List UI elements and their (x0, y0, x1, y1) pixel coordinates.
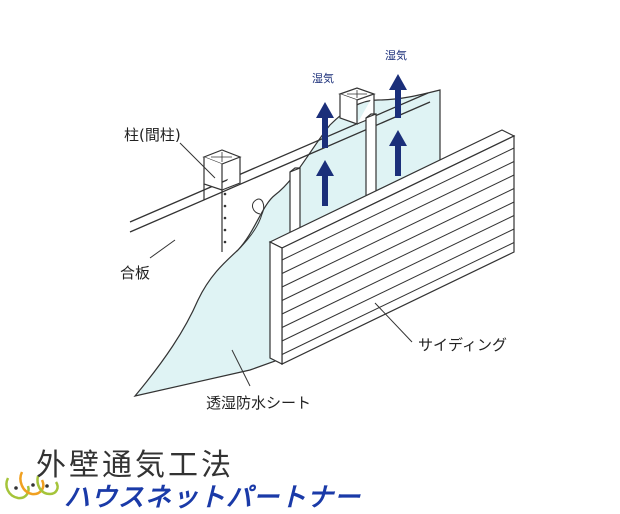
membrane-curl (237, 198, 265, 251)
arrow-up-icon (389, 130, 407, 176)
arrow-up-icon (316, 102, 334, 148)
label-pillar: 柱(間柱) (124, 126, 181, 144)
siding-board-line (281, 161, 515, 274)
siding-board-line (281, 201, 515, 315)
leader-plywood (149, 239, 176, 259)
diagram-title: 外壁通気工法 (36, 448, 234, 483)
siding-board-line (281, 215, 515, 328)
siding-board-line (281, 228, 515, 342)
moisture-arrows (316, 74, 407, 206)
logo-icon (5, 471, 59, 500)
arrow-up-icon (389, 74, 407, 118)
beam-line-bottom (129, 101, 431, 233)
leader-pillar (179, 142, 216, 179)
pillar-left (202, 149, 242, 252)
siding-board-line (281, 147, 515, 261)
label-humidity-right: 湿気 (385, 49, 407, 62)
label-humidity-left: 湿気 (312, 72, 334, 85)
arrow-up-icon (316, 160, 334, 206)
beam-line-top (129, 92, 429, 223)
label-siding: サイディング (418, 336, 507, 354)
brand-name: ハウスネットパートナー (64, 483, 362, 513)
siding-board-line (281, 174, 515, 288)
siding-panel (268, 129, 516, 365)
batten-left (289, 167, 301, 239)
label-membrane: 透湿防水シート (206, 394, 312, 412)
leader-membrane (231, 349, 251, 387)
batten-right (365, 113, 377, 199)
leader-siding (374, 302, 413, 343)
siding-board-line (281, 242, 515, 355)
siding-board-line (281, 188, 515, 301)
label-plywood: 合板 (120, 264, 151, 282)
